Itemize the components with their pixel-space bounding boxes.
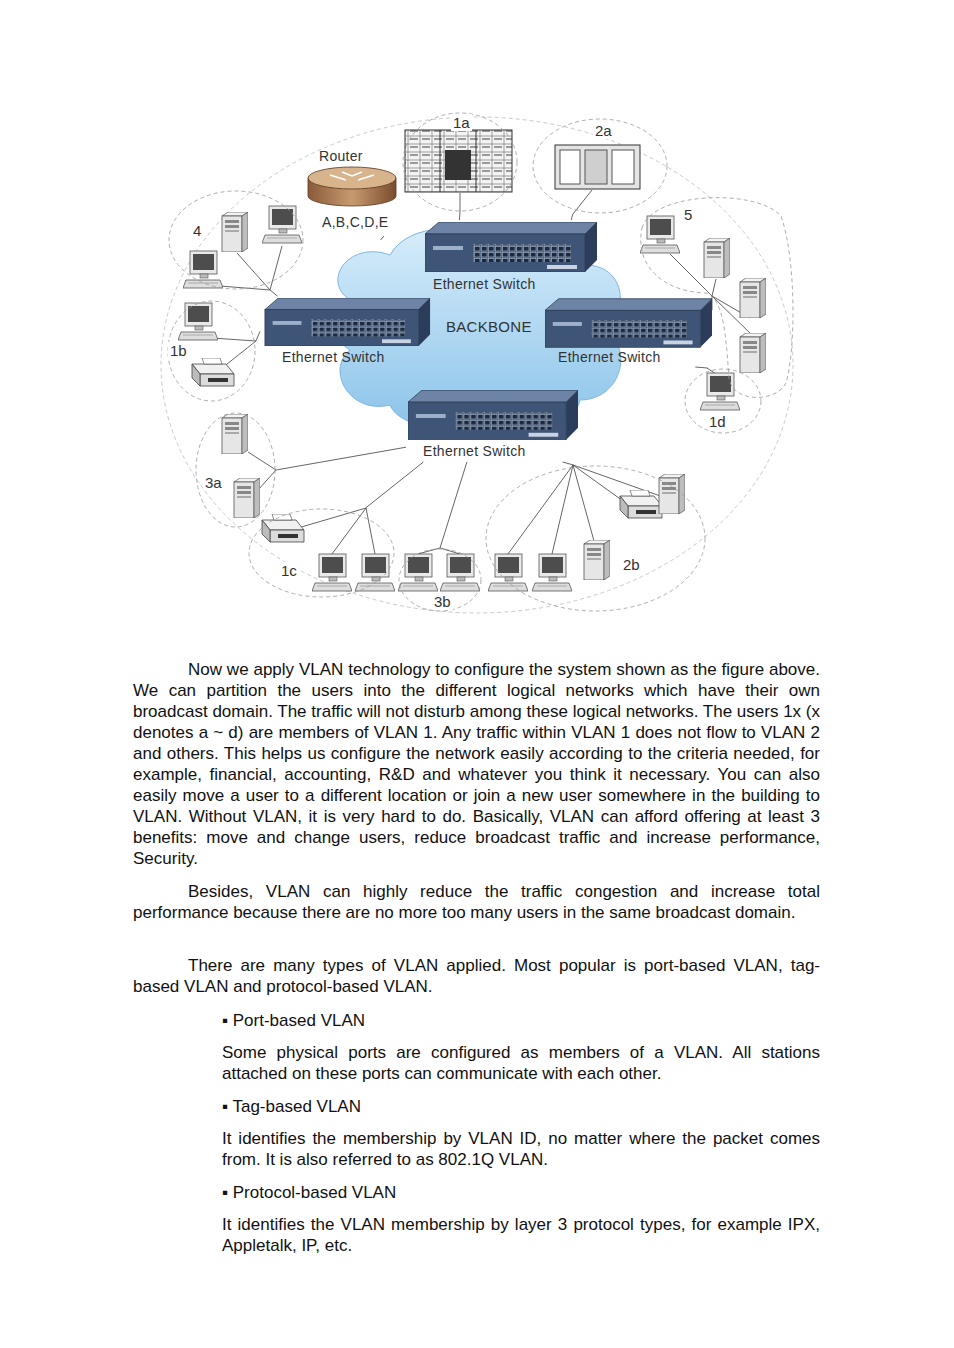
network-link — [571, 214, 573, 220]
network-link — [256, 332, 260, 341]
group-outline — [533, 119, 667, 213]
group-outline — [641, 198, 793, 398]
user-group: 5 — [636, 198, 788, 296]
outer-boundary — [161, 117, 793, 613]
device-label: A,B,C,D,E — [322, 214, 389, 230]
server-rack — [405, 130, 512, 192]
network-link — [459, 212, 461, 220]
user-group: 2b — [485, 465, 706, 612]
list-text: ▪ Protocol-based VLAN — [222, 1182, 820, 1203]
group-outline — [249, 509, 394, 597]
user-group: 1c — [248, 508, 395, 598]
group-label: 2b — [621, 556, 642, 573]
network-link — [270, 290, 277, 296]
group-label: 1d — [707, 413, 728, 430]
switch-icon — [265, 298, 430, 346]
user-group: 1a — [402, 112, 518, 212]
group-label: 2a — [593, 122, 614, 139]
user-group: 3a — [195, 412, 276, 528]
device-label: Ethernet Switch — [558, 349, 661, 365]
switch-node: Ethernet Switch — [545, 296, 712, 367]
group-outline — [168, 301, 255, 401]
end-devices — [178, 206, 766, 591]
list-text: Some physical ports are configured as me… — [222, 1042, 820, 1084]
list-text: ▪ Port-based VLAN — [222, 1010, 820, 1031]
device-label: Ethernet Switch — [423, 443, 526, 459]
group-outline — [169, 191, 303, 289]
device-label: BACKBONE — [446, 318, 532, 335]
mainframe — [555, 145, 640, 189]
node-shape — [168, 190, 304, 290]
group-label: 1a — [451, 114, 472, 131]
user-group: 1b — [167, 300, 256, 402]
router-node: RouterA,B,C,D,E — [300, 144, 405, 236]
user-group: 4 — [168, 190, 304, 290]
device-label: Ethernet Switch — [282, 349, 385, 365]
group-label: 3a — [203, 474, 224, 491]
device-label: Ethernet Switch — [433, 276, 536, 292]
node-shape — [248, 508, 395, 598]
body-paragraph: Now we apply VLAN technology to configur… — [133, 659, 820, 869]
user-group: 3b — [398, 548, 482, 612]
network-link — [563, 462, 574, 465]
group-label: 1c — [279, 562, 299, 579]
device-label: Router — [319, 148, 363, 164]
list-text: ▪ Tag-based VLAN — [222, 1096, 820, 1117]
router-icon — [308, 167, 396, 206]
list-text: It identifies the VLAN membership by lay… — [222, 1214, 820, 1256]
node-shape — [485, 465, 706, 612]
group-outline — [486, 466, 705, 611]
user-group: 1d — [684, 368, 762, 434]
switch-node: Ethernet Switch — [260, 296, 434, 367]
switch-icon — [425, 222, 597, 272]
user-group: 2a — [532, 118, 668, 214]
network-link — [276, 447, 406, 470]
switch-node: Ethernet Switch — [406, 388, 580, 462]
node-shape — [195, 412, 276, 528]
network-link — [440, 462, 467, 548]
group-label: 5 — [682, 206, 694, 223]
group-outline — [399, 549, 481, 611]
group-label: 4 — [191, 222, 203, 239]
network-link — [381, 236, 385, 240]
list-text: It identifies the membership by VLAN ID,… — [222, 1128, 820, 1170]
device-wires — [212, 190, 752, 554]
group-label: 3b — [432, 593, 453, 610]
group-outline — [685, 369, 761, 433]
group-label: 1b — [168, 342, 189, 359]
group-outline — [196, 413, 275, 527]
switch-icon — [408, 390, 578, 439]
body-paragraph: There are many types of VLAN applied. Mo… — [133, 955, 820, 997]
node-shape — [636, 198, 788, 296]
switch-node: Ethernet Switch — [425, 220, 597, 293]
body-paragraph: Besides, VLAN can highly reduce the traf… — [133, 881, 820, 923]
network-link — [695, 367, 707, 368]
group-outline — [403, 113, 517, 211]
switch-icon — [545, 299, 712, 348]
network-link — [366, 462, 424, 508]
